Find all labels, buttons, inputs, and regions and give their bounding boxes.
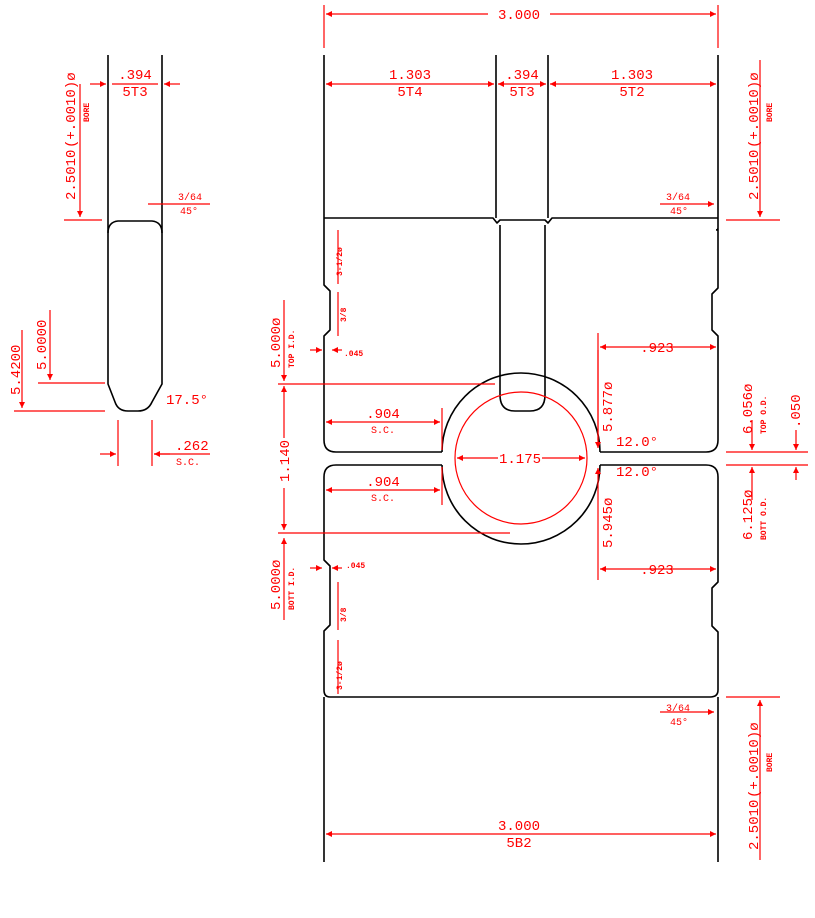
left-angle-label: 17.5° — [166, 393, 208, 409]
seg2-code: 5T3 — [509, 85, 534, 101]
left-dia-5000: 5.0000 — [35, 310, 105, 384]
right-bottom-bore-dim: 2.5010 (+.0010)ø BORE — [726, 696, 780, 860]
seg1-code: 5T4 — [397, 85, 422, 101]
ctr-height-dim: 1.140 — [278, 386, 510, 534]
slot-angle-upper: 12.0° — [616, 435, 658, 451]
bot-groove-len: 3-1/2ø — [336, 661, 345, 690]
left-detail-part — [107, 55, 163, 412]
seg2-label: .394 — [505, 68, 539, 84]
left-dia1-label: 5.4200 — [9, 345, 25, 395]
left-width-dim: .394 5T3 — [90, 68, 180, 101]
bottom-circle-dim: 5.945ø — [595, 468, 617, 580]
bottom-width-label: 3.000 — [498, 819, 540, 835]
top-od-note: TOP O.D. — [760, 396, 769, 434]
left-chamfer-size: 3/64 — [178, 192, 202, 204]
top-groove-width: 3/8 — [340, 307, 349, 322]
rbot-bore-tol: (+.0010)ø — [747, 722, 763, 798]
left-bore-note: BORE — [83, 103, 92, 122]
top-circle-dia: 5.877ø — [601, 382, 617, 432]
bottom-width-dim: 3.000 5B2 — [326, 819, 716, 852]
left-chamfer-dim: 3/64 45° — [148, 192, 210, 218]
slot-angle-lower: 12.0° — [616, 465, 658, 481]
gap-label: .050 — [789, 394, 805, 428]
left-chamfer-angle: 45° — [180, 206, 198, 218]
seg3-label: 1.303 — [611, 68, 653, 84]
bott-od-dia: 6.125ø — [741, 490, 757, 540]
top-groove-depth: .045 — [344, 350, 363, 359]
segment-dims: 1.303 5T4 .394 5T3 1.303 5T2 — [326, 68, 716, 101]
left-width-code: 5T3 — [122, 85, 147, 101]
gap-sc-upper-val: .904 — [366, 407, 400, 423]
left-sc-label: .262 — [175, 439, 209, 455]
gap-sc-lower: .904 S.C. — [326, 467, 443, 505]
bottom-width-code: 5B2 — [506, 836, 531, 852]
bot-groove-width: 3/8 — [340, 607, 349, 622]
circle-dia-dim: 1.175 — [454, 391, 588, 525]
right-top-bore-dim: 2.5010 (+.0010)ø BORE — [726, 60, 780, 221]
left-dia-5420: 5.4200 — [9, 330, 105, 412]
left-bore-dim: 2.5010 (+.0010)ø BORE — [64, 72, 102, 221]
main-part — [323, 55, 719, 862]
top-reach-label: .923 — [640, 341, 674, 357]
gap-sc-lower-note: S.C. — [371, 494, 395, 505]
circle-dia-label: 1.175 — [499, 452, 541, 468]
bott-od-note: BOTT O.D. — [760, 497, 769, 540]
rtop-chamfer-size: 3/64 — [666, 192, 690, 204]
rbot-bore-note: BORE — [766, 753, 775, 772]
gap-sc-upper: .904 S.C. — [326, 407, 443, 450]
bottom-reach-label: .923 — [640, 563, 674, 579]
rtop-chamfer-angle: 45° — [670, 206, 688, 218]
bottom-reach-dim: .923 — [600, 563, 716, 579]
seg1-label: 1.303 — [389, 68, 431, 84]
bott-id-note: BOTT I.D. — [288, 567, 297, 610]
top-id-dim: 5.000ø TOP I.D. — [269, 300, 495, 385]
gap-sc-upper-note: S.C. — [371, 426, 395, 437]
rbot-bore-dia: 2.5010 — [747, 800, 763, 850]
left-dia2-label: 5.0000 — [35, 320, 51, 370]
left-sc-note: S.C. — [176, 458, 200, 469]
top-id-dia: 5.000ø — [269, 318, 285, 368]
rtop-bore-note: BORE — [766, 103, 775, 122]
bottom-groove-dims: .045 3/8 3-1/2ø — [310, 562, 365, 694]
rtop-bore-dia: 2.5010 — [747, 150, 763, 200]
top-groove-len: 3-1/2ø — [336, 247, 345, 276]
top-circle-dim: 5.877ø — [595, 350, 617, 448]
overall-width-label: 3.000 — [498, 8, 540, 24]
bottom-circle-dia: 5.945ø — [601, 498, 617, 548]
bott-id-dim: 5.000ø BOTT I.D. — [269, 538, 297, 620]
top-od-dia: 6.056ø — [741, 384, 757, 434]
seg3-code: 5T2 — [619, 85, 644, 101]
rtop-bore-tol: (+.0010)ø — [747, 72, 763, 148]
bott-id-dia: 5.000ø — [269, 560, 285, 610]
bot-chamfer-size: 3/64 — [666, 703, 690, 715]
left-bore-dia: 2.5010 — [64, 150, 80, 200]
left-sc-dim: .262 S.C. — [100, 420, 210, 469]
right-od-dims: 6.056ø TOP O.D. 6.125ø BOTT O.D. .050 — [726, 384, 808, 540]
ctr-height-label: 1.140 — [278, 440, 294, 482]
bottom-chamfer: 3/64 45° — [660, 703, 714, 729]
bot-chamfer-angle: 45° — [670, 717, 688, 729]
right-top-chamfer: 3/64 45° — [660, 192, 714, 218]
bot-groove-depth: .045 — [346, 562, 365, 571]
top-groove-dims: 3-1/2ø 3/8 .045 — [310, 230, 363, 359]
top-id-note: TOP I.D. — [288, 330, 297, 368]
left-width-label: .394 — [118, 68, 152, 84]
left-bore-tol: (+.0010)ø — [64, 72, 80, 148]
overall-width-dim: 3.000 — [323, 5, 719, 48]
gap-sc-lower-val: .904 — [366, 475, 400, 491]
